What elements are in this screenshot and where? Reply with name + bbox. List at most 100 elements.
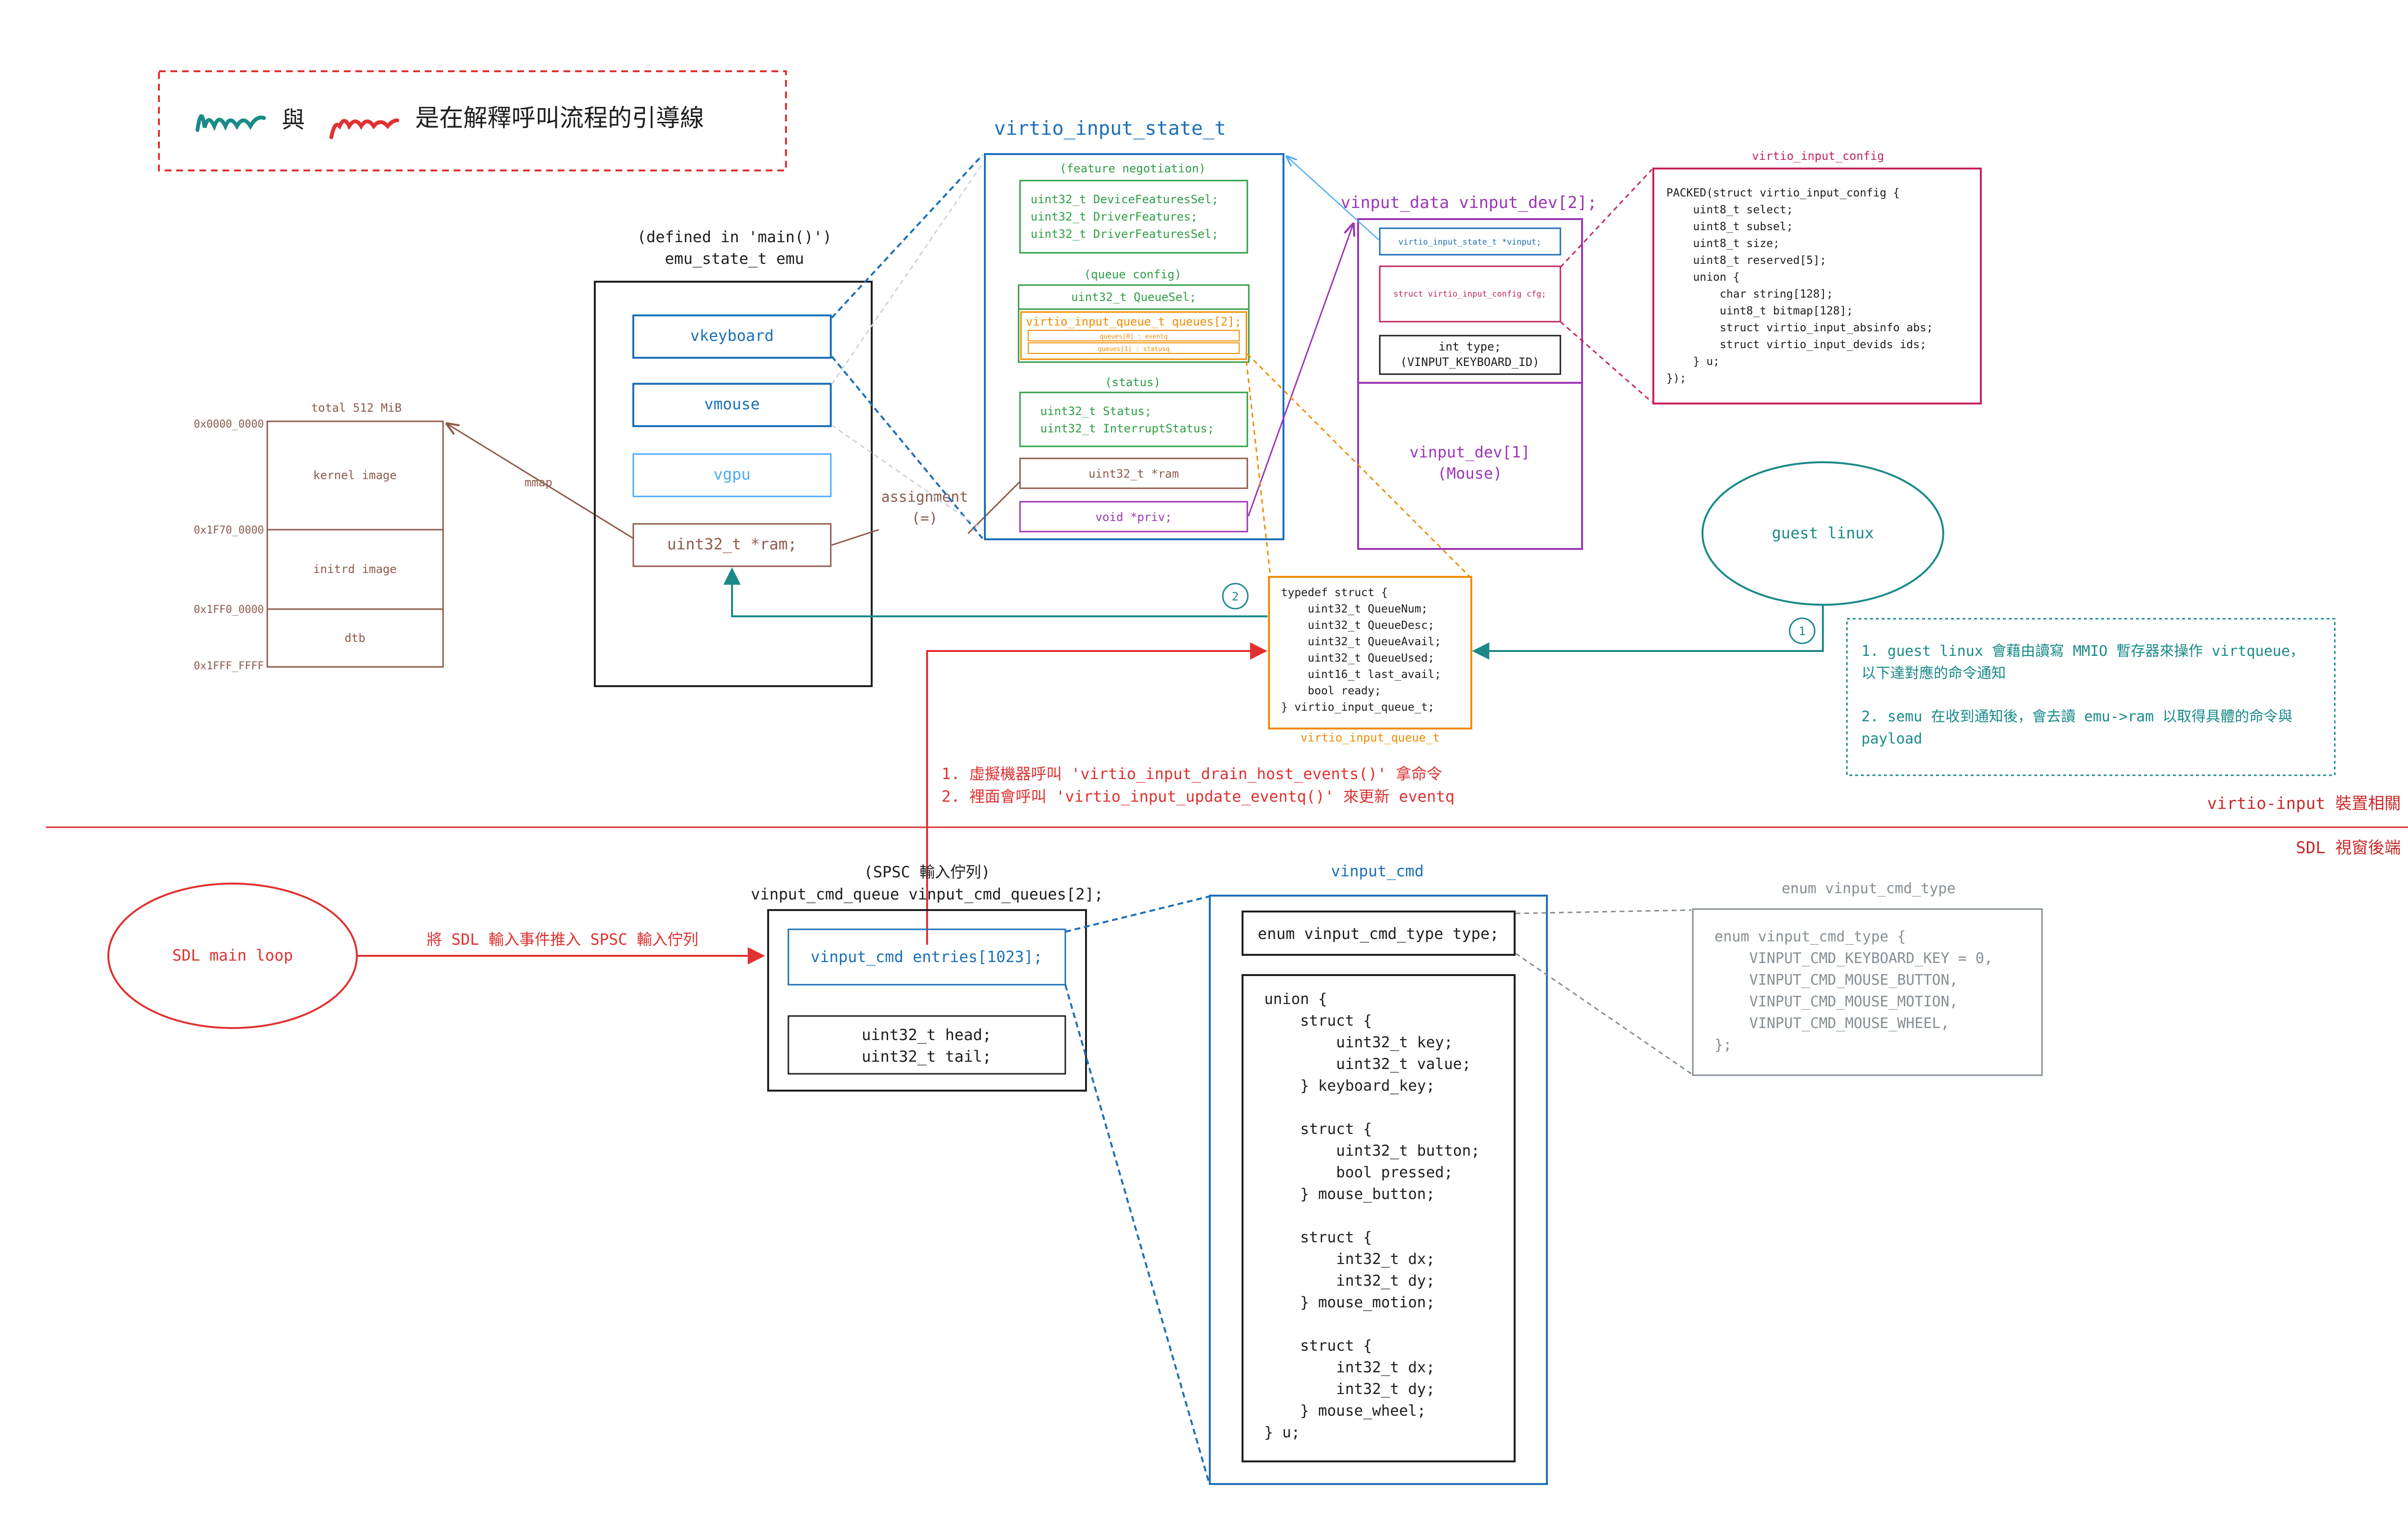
notes-line-2b: payload xyxy=(1861,730,1922,747)
queue-struct-line-1: uint32_t QueueNum; xyxy=(1281,603,1428,615)
virtio-config-line-3: uint8_t size; xyxy=(1666,237,1780,250)
virtio-config-line-8: struct virtio_input_absinfo abs; xyxy=(1666,322,1933,334)
memory-region-kernel: kernel image xyxy=(313,469,396,482)
emu-heading-1: (defined in 'main()') xyxy=(637,228,832,246)
spsc-tail-label: uint32_t tail; xyxy=(862,1047,992,1066)
emu-field-vkeyboard-label: vkeyboard xyxy=(690,326,773,345)
enum-type-line-2: VINPUT_CMD_MOUSE_BUTTON, xyxy=(1714,972,1958,989)
legend-text: 是在解釋呼叫流程的引導線 xyxy=(415,104,704,132)
drain-events-arrow xyxy=(926,642,1268,945)
memory-map: total 512 MiB kernel image initrd image … xyxy=(194,401,444,672)
step-2-badge xyxy=(1222,583,1249,610)
emu-heading-2: emu_state_t emu xyxy=(665,249,804,268)
divider-upper-label: virtio-input 裝置相關 xyxy=(2207,794,2401,813)
feature-negotiation-label: (feature negotiation) xyxy=(1060,162,1205,175)
vinput-cmd-union-line-2: uint32_t key; xyxy=(1264,1034,1453,1051)
queue-config-label: (queue config) xyxy=(1084,268,1181,281)
mmap-arrow xyxy=(447,424,634,539)
vkeyboard-blue-dash-bottom xyxy=(831,355,983,539)
guest-to-queue-arrow xyxy=(1472,605,1824,660)
queue-1-statusq: queues[1] : statusq xyxy=(1098,346,1170,353)
vinput-cmd-type-field xyxy=(1242,911,1516,956)
queue-struct-line-4: uint32_t QueueUsed; xyxy=(1281,652,1435,664)
cfg-dash-bottom xyxy=(1560,321,1652,403)
virtio-config-line-9: struct virtio_input_devids ids; xyxy=(1666,339,1926,351)
virtio-config-line-2: uint8_t subsel; xyxy=(1666,221,1793,233)
vinput-cmd-type-label: enum vinput_cmd_type type; xyxy=(1258,925,1499,943)
enum-type-line-3: VINPUT_CMD_MOUSE_MOTION, xyxy=(1714,993,1958,1010)
vinput-dev1-line-1: vinput_dev[1] xyxy=(1410,443,1530,461)
virtio-config-line-11: }); xyxy=(1666,372,1687,385)
vinput-cmd-box: vinput_cmd enum vinput_cmd_type type; un… xyxy=(1209,862,1548,1485)
virtio-config-line-6: char string[128]; xyxy=(1666,288,1833,300)
red-scribble-icon xyxy=(329,118,399,139)
spsc-entries-label: vinput_cmd entries[1023]; xyxy=(811,948,1043,966)
enum-type-line-5: }; xyxy=(1714,1037,1732,1054)
memory-address-0: 0x0000_0000 xyxy=(194,418,264,430)
step-1-badge xyxy=(1789,617,1816,644)
virtio-config-line-5: union { xyxy=(1666,271,1740,284)
queue-struct-line-6: bool ready; xyxy=(1281,685,1381,697)
notes-line-2a: 2. semu 在收到通知後，會去讀 emu->ram 以取得具體的命令與 xyxy=(1861,708,2292,725)
step-1-label: 1 xyxy=(1799,625,1806,638)
mmap-label: mmap xyxy=(524,476,552,489)
queue-0-eventq: queues[0] : eventq xyxy=(1100,333,1168,340)
spsc-entries-field xyxy=(787,928,1066,986)
spsc-head-label: uint32_t head; xyxy=(862,1026,992,1044)
ram-field xyxy=(1019,457,1248,489)
entries-dash-top xyxy=(1065,896,1209,933)
vinput-cmd-union-line-9: } mouse_button; xyxy=(1264,1185,1435,1203)
virtio-input-config-box: virtio_input_config PACKED(struct virtio… xyxy=(1652,149,1982,404)
vinput-cmd-union-line-6: struct { xyxy=(1264,1120,1372,1138)
vmouse-gray-dash-top xyxy=(831,163,983,385)
queue-struct-line-2: uint32_t QueueDesc; xyxy=(1281,619,1435,632)
ram-field-label: uint32_t *ram xyxy=(1088,467,1179,481)
virtio-config-title: virtio_input_config xyxy=(1752,149,1885,163)
sdl-main-loop-label: SDL main loop xyxy=(172,946,293,964)
enum-dash-top xyxy=(1515,909,1692,914)
entries-dash-bottom xyxy=(1064,984,1210,1483)
assignment-label-2: (=) xyxy=(912,510,938,527)
queues-dash-right xyxy=(1246,353,1471,578)
vinput-cmd-union-line-13: int32_t dy; xyxy=(1264,1272,1435,1290)
queue-to-ram-arrow xyxy=(723,567,1268,617)
vinput-data-title: vinput_data vinput_dev[2]; xyxy=(1341,193,1597,212)
enum-type-line-4: VINPUT_CMD_MOUSE_WHEEL, xyxy=(1714,1015,1950,1032)
queue-struct-line-3: uint32_t QueueAvail; xyxy=(1281,636,1441,648)
enum-type-line-0: enum vinput_cmd_type { xyxy=(1714,928,1906,945)
vinput-cmd-union-line-4: } keyboard_key; xyxy=(1264,1077,1435,1094)
vinput-cmd-union-line-7: uint32_t button; xyxy=(1264,1142,1480,1159)
vinput-type-line-2: (VINPUT_KEYBOARD_ID) xyxy=(1400,355,1540,369)
status-line-0: uint32_t Status; xyxy=(1040,404,1152,418)
assignment-label-1: assignment xyxy=(881,489,968,506)
emu-field-vgpu-label: vgpu xyxy=(713,465,750,483)
spsc-queue-box: (SPSC 輸入佇列) vinput_cmd_queue vinput_cmd_… xyxy=(751,863,1103,1092)
vinput-cmd-union-line-8: bool pressed; xyxy=(1264,1164,1453,1181)
spsc-heading-1: (SPSC 輸入佇列) xyxy=(864,863,991,881)
legend-and: 與 xyxy=(282,106,305,133)
virtio-config-line-7: uint8_t bitmap[128]; xyxy=(1666,305,1853,317)
emu-field-vgpu xyxy=(632,453,832,497)
divider-lower-label: SDL 視窗後端 xyxy=(2296,838,2401,858)
queue-struct-line-5: uint16_t last_avail; xyxy=(1281,668,1441,681)
memory-total-label: total 512 MiB xyxy=(311,401,402,415)
notes-line-1a: 1. guest linux 會藉由讀寫 MMIO 暫存器來操作 virtque… xyxy=(1861,643,2304,660)
queues-dash-left xyxy=(1245,361,1271,577)
queues-field: virtio_input_queue_t queues[2]; xyxy=(1026,315,1242,328)
enum-type-box: enum vinput_cmd_type enum vinput_cmd_typ… xyxy=(1692,880,2043,1076)
priv-to-vinput-arrow xyxy=(1247,224,1353,517)
vinput-cmd-union-line-20: } u; xyxy=(1264,1424,1300,1441)
drain-text-line-1: 1. 虛擬機器呼叫 'virtio_input_drain_host_event… xyxy=(942,765,1442,783)
spsc-head-tail-field xyxy=(787,1015,1066,1075)
priv-field xyxy=(1019,501,1248,533)
guest-linux-label: guest linux xyxy=(1772,524,1874,542)
queue-struct-caption: virtio_input_queue_t xyxy=(1301,731,1440,744)
vinput-cmd-union-line-0: union { xyxy=(1264,990,1327,1008)
vinput-cmd-union-line-3: uint32_t value; xyxy=(1264,1055,1471,1073)
virtio-input-queue-box: typedef struct { uint32_t QueueNum; uint… xyxy=(1268,576,1472,744)
vkeyboard-blue-dash-top xyxy=(831,154,983,319)
step-2-label: 2 xyxy=(1232,590,1239,603)
teal-scribble-icon xyxy=(196,114,266,132)
priv-field-label: void *priv; xyxy=(1096,510,1172,524)
drain-text-line-2: 2. 裡面會呼叫 'virtio_input_update_eventq()' … xyxy=(942,787,1454,806)
